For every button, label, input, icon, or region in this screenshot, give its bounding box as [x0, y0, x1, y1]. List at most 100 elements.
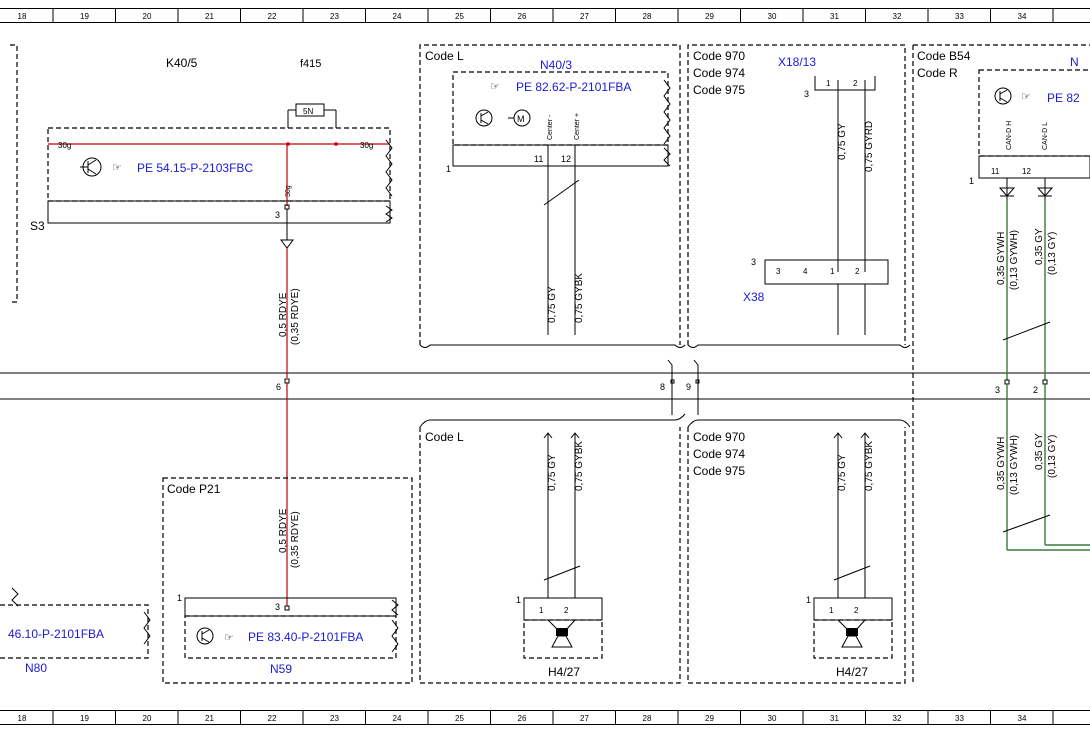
pin-1-h4-right: 1: [806, 595, 811, 605]
pin-30g-right: 30g: [360, 141, 373, 150]
wire-label-rdye-alt: (0,35 RDYE): [290, 511, 301, 568]
ruler-number: 18: [18, 12, 27, 21]
h4-27-left-connector: [523, 597, 603, 621]
ruler-number: 29: [705, 12, 714, 21]
x38-label: X38: [743, 290, 765, 304]
n59-label: N59: [270, 662, 292, 676]
x38-connector: [764, 259, 889, 285]
pointing-hand-icon: ☞: [112, 162, 122, 174]
ruler-number: 20: [143, 12, 152, 21]
wire-label-gybk: 0,75 GYBK: [574, 441, 585, 491]
can-l-label: CAN-D L: [1042, 122, 1049, 150]
svg-text:M: M: [517, 114, 525, 124]
wire-label-gy: 0,35 GY: [1034, 228, 1045, 265]
ruler-number: 26: [518, 714, 527, 723]
pin-1-right: 1: [969, 176, 974, 186]
pin-8: 8: [660, 382, 665, 392]
fuse-5n-label: 5N: [303, 107, 313, 116]
pin-1-n59: 1: [177, 593, 182, 603]
ruler-number: 19: [80, 12, 89, 21]
pin-30g-vert: 30g: [285, 185, 292, 197]
transistor-icon: [475, 109, 493, 127]
code-970-lower: Code 970: [693, 430, 745, 444]
ruler-number: 30: [768, 714, 777, 723]
transistor-icon: [994, 87, 1012, 105]
wire-label-gy-alt: (0,13 GY): [1047, 232, 1058, 275]
pin-3-x38: 3: [776, 267, 781, 276]
pe-n59-link[interactable]: PE 83.40-P-2101FBA: [248, 630, 363, 644]
n-right-label: N: [1070, 55, 1079, 69]
ruler-number: 33: [955, 12, 964, 21]
code-p21-box: [162, 477, 413, 684]
pin-2-x38: 2: [855, 267, 860, 276]
code-p21-label: Code P21: [167, 482, 221, 496]
n80-box: [0, 604, 149, 659]
ruler-number: 22: [268, 12, 277, 21]
partial-box-left: [10, 44, 18, 303]
pin-3-x38-outer: 3: [751, 257, 756, 267]
ruler-number: 34: [1018, 12, 1027, 21]
center-plus-label: Center +: [574, 113, 581, 140]
pin-1-n40: 1: [446, 164, 451, 174]
ruler-number: 21: [205, 12, 214, 21]
pin-2-x18: 2: [853, 79, 858, 88]
pin-3-x18: 3: [804, 89, 809, 99]
break-zigzag: [385, 139, 393, 197]
code-l-lower: Code L: [425, 430, 464, 444]
pin-2-h4-right-inner: 2: [854, 606, 859, 615]
wire-label-gy: 0,75 GY: [837, 123, 848, 160]
ruler-number: 33: [955, 714, 964, 723]
ruler-number: 32: [893, 12, 902, 21]
right-module-connector: [978, 155, 1090, 179]
pe-right-link[interactable]: PE 82: [1047, 91, 1080, 105]
ruler-number: 31: [830, 12, 839, 21]
ruler-number: 27: [580, 12, 589, 21]
ruler-number: 20: [143, 714, 152, 723]
code-b54-label: Code B54: [917, 49, 971, 63]
code-l-lower-box: [419, 427, 681, 684]
wire-label-gy: 0,75 GY: [547, 454, 558, 491]
wire-label-rdye: 0,5 RDYE: [278, 508, 289, 553]
pin-12-right: 12: [1022, 167, 1031, 176]
ruler-number: 28: [643, 12, 652, 21]
pin-3-n59: 3: [275, 602, 280, 612]
code-974-lower: Code 974: [693, 447, 745, 461]
k40-5-label: K40/5: [166, 56, 198, 70]
ruler-number: 27: [580, 714, 589, 723]
pe-k40-link[interactable]: PE 54.15-P-2103FBC: [137, 161, 253, 175]
wire-label-gy: 0,75 GY: [837, 454, 848, 491]
wire-label-gywh: 0,35 GYWH: [996, 232, 1007, 285]
x18-13-label: X18/13: [778, 55, 816, 69]
pin-6: 6: [276, 382, 281, 392]
h4-27-left-label: H4/27: [548, 665, 580, 679]
wire-label-rdye: 0,5 RDYE: [278, 292, 289, 337]
ruler-number: 25: [455, 12, 464, 21]
pin-3-right: 3: [995, 385, 1000, 395]
ruler-number: 28: [643, 714, 652, 723]
h4-27-right-label: H4/27: [836, 665, 868, 679]
pe-n80-link[interactable]: 46.10-P-2101FBA: [8, 627, 104, 641]
code-974-upper: Code 974: [693, 66, 745, 80]
pin-9: 9: [686, 382, 691, 392]
wire-label-gy-alt: (0,13 GY): [1047, 435, 1058, 478]
wire-label-gywh-alt: (0,13 GYWH): [1009, 435, 1020, 495]
code-r-label: Code R: [917, 66, 958, 80]
n59-box: [184, 615, 397, 659]
ruler-number: 19: [80, 714, 89, 723]
x18-13-connector: [814, 76, 876, 91]
wire-label-gyrd: 0,75 GYRD: [864, 121, 875, 172]
wire-label-gybk: 0,75 GYBK: [574, 273, 585, 323]
ruler-number: 30: [768, 12, 777, 21]
pe-n40-link[interactable]: PE 82.62-P-2101FBA: [516, 80, 631, 94]
wire-label-gywh-alt: (0,13 GYWH): [1009, 230, 1020, 290]
pin-1-h4-left: 1: [516, 595, 521, 605]
pin-11-right: 11: [991, 167, 1000, 176]
pin-12: 12: [561, 154, 571, 164]
pin-1-h4-right-inner: 1: [829, 606, 834, 615]
wire-label-gybk: 0,75 GYBK: [864, 441, 875, 491]
pin-11: 11: [534, 154, 543, 164]
pointing-hand-icon: ☞: [490, 81, 500, 93]
ruler-number: 24: [393, 12, 402, 21]
ruler-number: 18: [18, 714, 27, 723]
